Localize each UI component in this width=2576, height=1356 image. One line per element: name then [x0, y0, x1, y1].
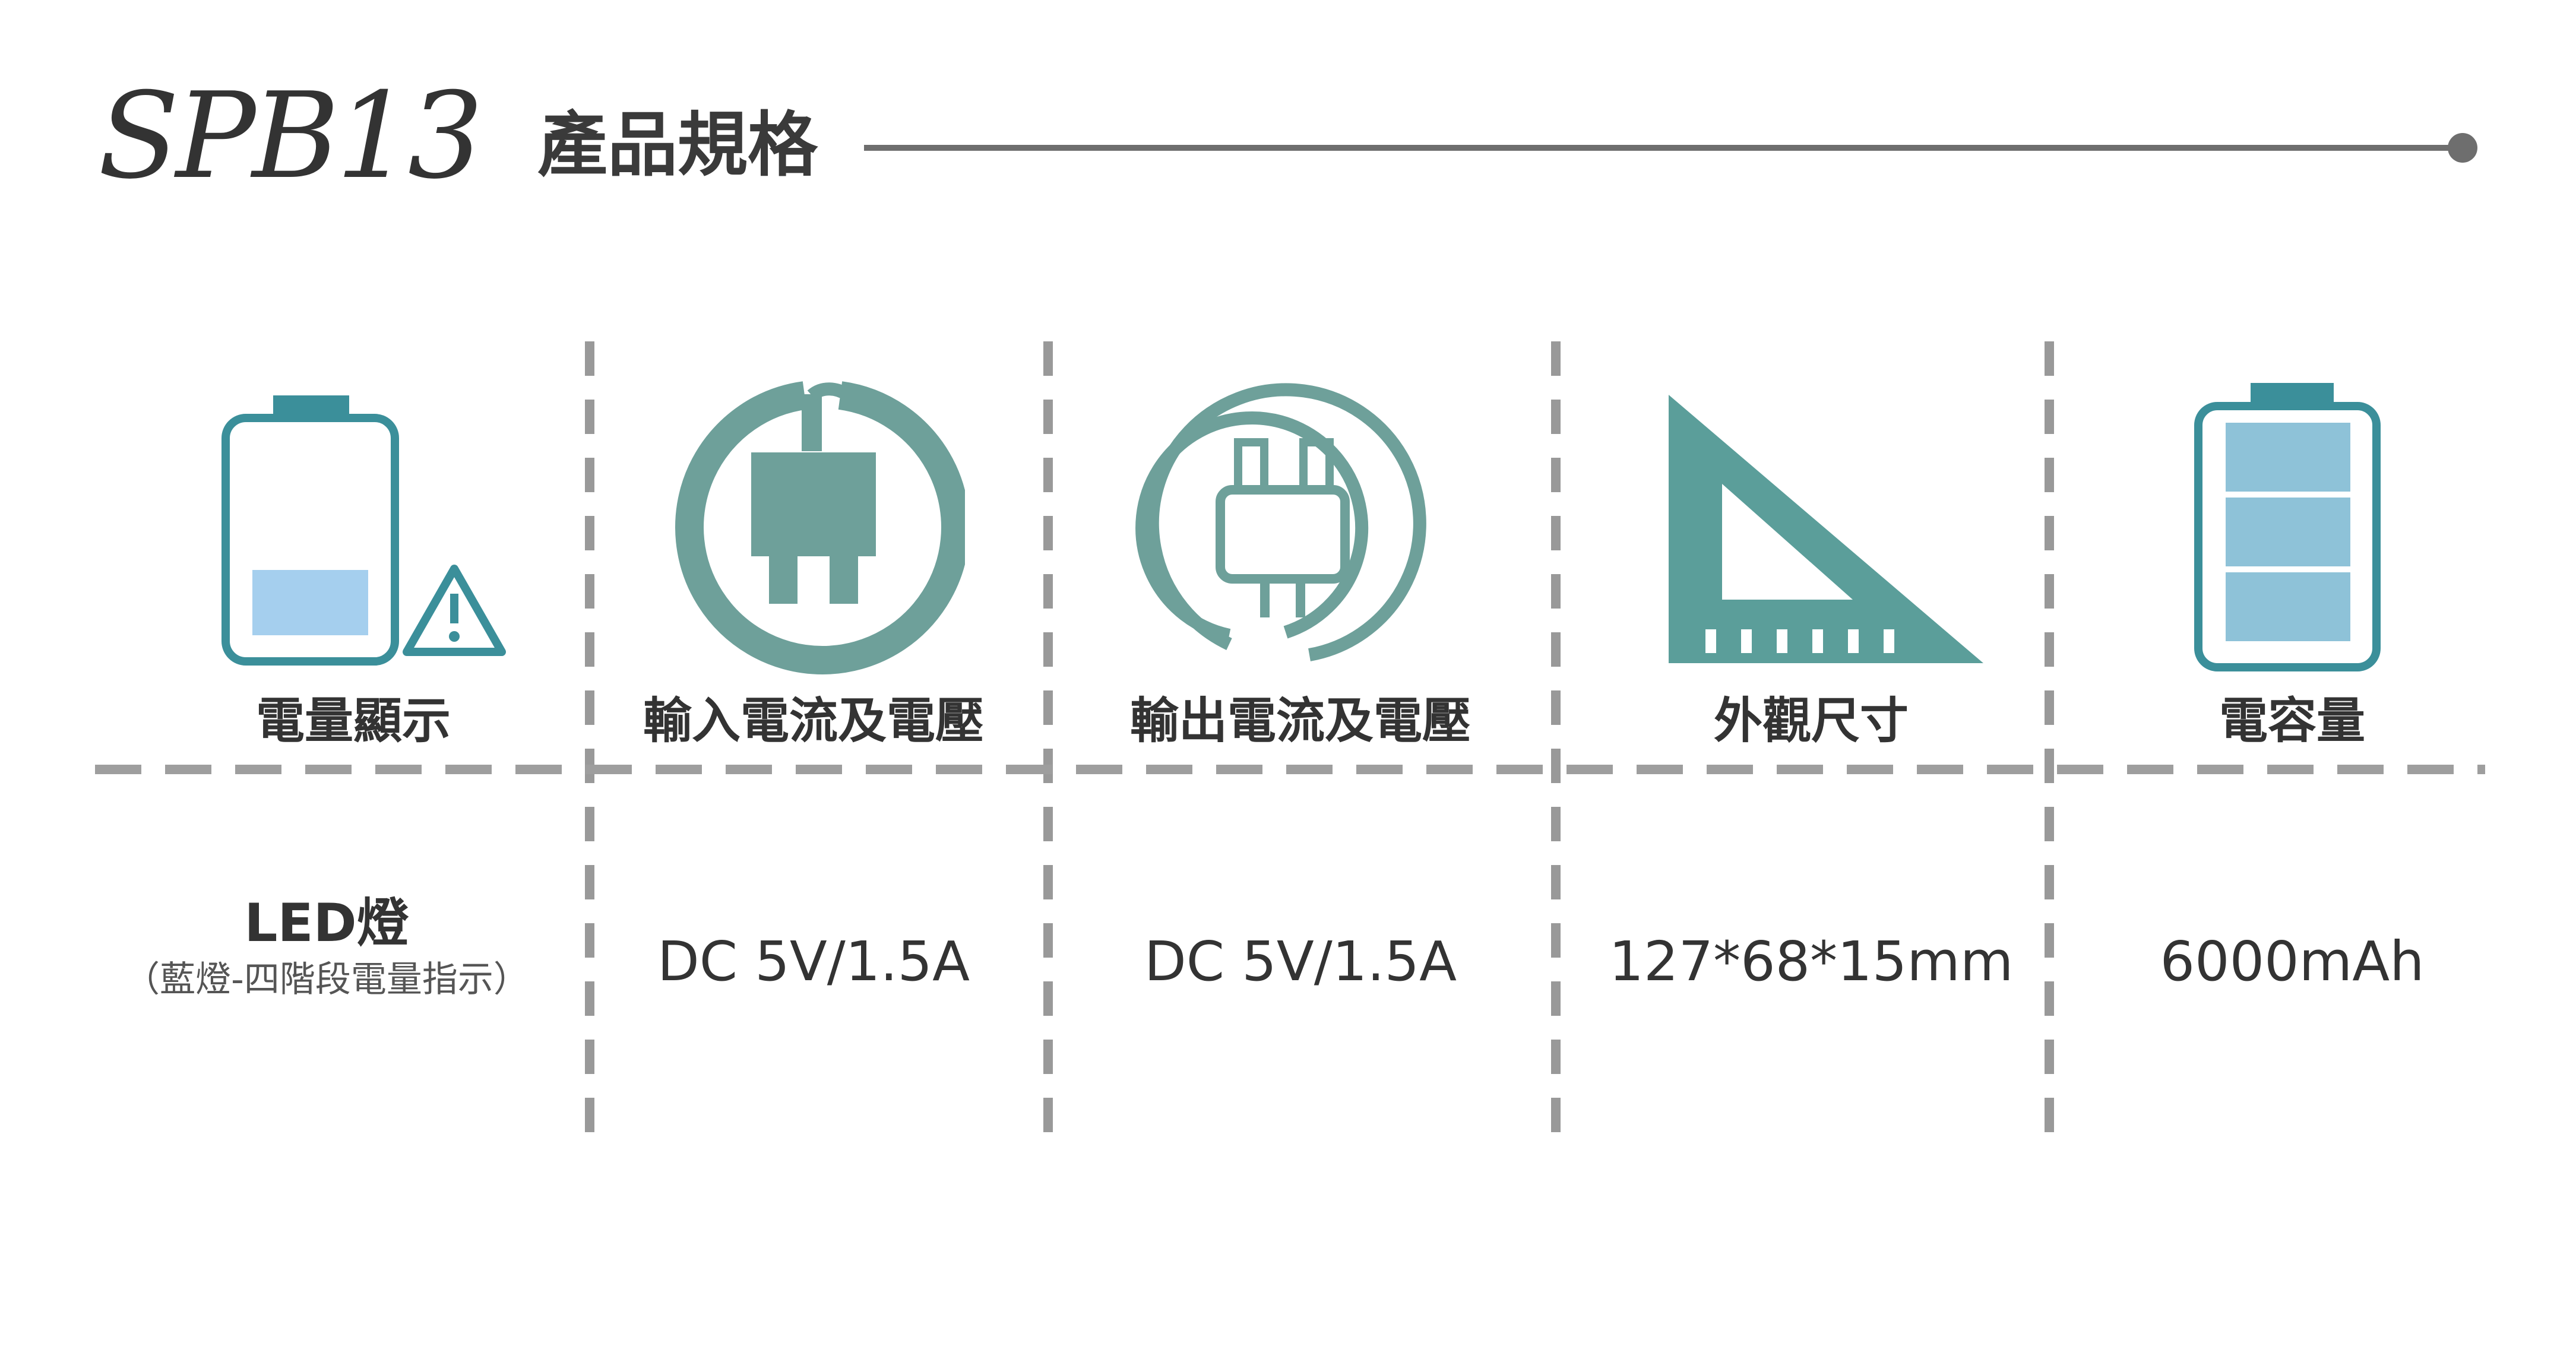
spec-label-dimensions: 外觀尺寸 [1713, 693, 1909, 749]
spec-label-capacity: 電容量 [2219, 693, 2365, 749]
model-name: SPB13 [98, 67, 483, 205]
title-rule [864, 145, 2463, 151]
triangle-ruler-icon [1669, 395, 1983, 663]
battery-full-icon [2194, 383, 2381, 671]
column-divider [1043, 341, 1053, 1152]
spec-value-dimensions: 127*68*15mm [1609, 930, 2014, 993]
row-divider [95, 765, 2485, 774]
column-divider [1551, 341, 1561, 1152]
spec-label-battery-indicator: 電量顯示 [255, 693, 451, 749]
power-plug-input-icon [675, 381, 965, 674]
column-divider [585, 341, 594, 1152]
title-rule-dot [2448, 133, 2477, 163]
column-divider [2045, 341, 2054, 1152]
spec-value-input: DC 5V/1.5A [657, 930, 970, 993]
page-title: 產品規格 [537, 104, 818, 186]
power-plug-output-icon [1135, 383, 1426, 661]
spec-label-input: 輸入電流及電壓 [643, 693, 984, 749]
spec-value-capacity: 6000mAh [2160, 930, 2425, 993]
spec-label-output: 輸出電流及電壓 [1129, 693, 1471, 749]
spec-value-output: DC 5V/1.5A [1144, 930, 1457, 993]
spec-value-battery-indicator: LED燈 [244, 892, 409, 953]
battery-warning-icon [221, 395, 506, 666]
spec-note-battery-indicator: （藍燈-四階段電量指示） [124, 959, 529, 1000]
